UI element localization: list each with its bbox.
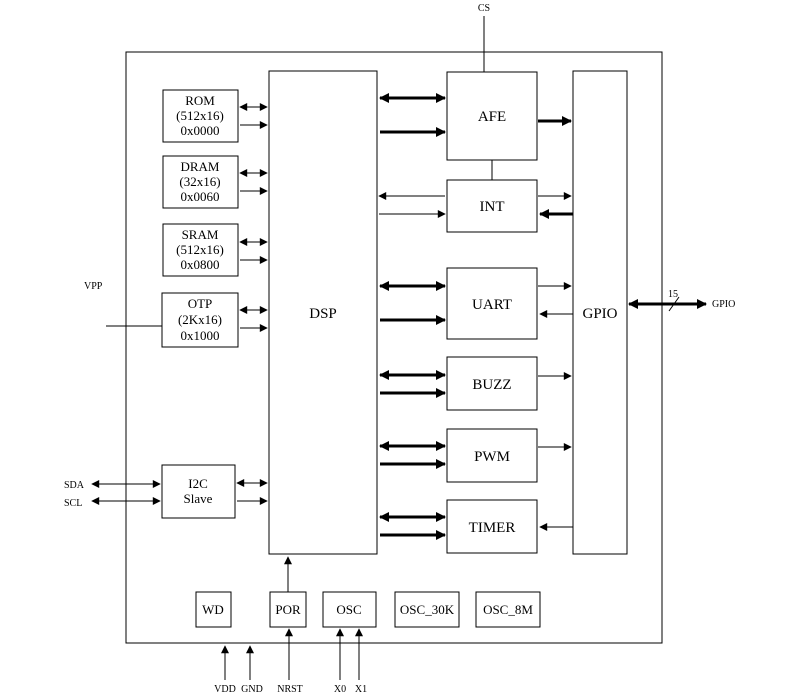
dram-name: DRAM — [180, 159, 219, 174]
i2c-name: I2C — [188, 476, 208, 491]
vpp-label: VPP — [84, 281, 103, 292]
pwm-block: PWM — [446, 428, 538, 483]
dram-block: DRAM (32x16) 0x0060 — [162, 155, 239, 209]
por-label: POR — [275, 602, 301, 617]
int-block: INT — [446, 179, 538, 233]
otp-address: 0x1000 — [181, 328, 220, 343]
sram-block: SRAM (512x16) 0x0800 — [162, 223, 239, 277]
nrst-label: NRST — [277, 684, 303, 695]
dram-address: 0x0060 — [181, 189, 220, 204]
osc-30k-label: OSC_30K — [400, 602, 455, 617]
osc-block: OSC — [322, 591, 377, 628]
por-block: POR — [269, 591, 307, 628]
sram-name: SRAM — [182, 227, 219, 242]
buzz-label: BUZZ — [472, 377, 511, 393]
int-label: INT — [480, 199, 505, 215]
osc-8m-label: OSC_8M — [483, 602, 533, 617]
x1-label: X1 — [355, 684, 367, 695]
osc-label: OSC — [336, 602, 361, 617]
gpio-block — [572, 70, 628, 555]
sda-label: SDA — [64, 480, 85, 491]
x0-label: X0 — [334, 684, 346, 695]
i2c-role: Slave — [184, 491, 213, 506]
otp-size: (2Kx16) — [178, 312, 222, 327]
cs-label: CS — [478, 3, 490, 14]
i2c-slave-block: I2C Slave — [161, 464, 236, 519]
wd-block: WD — [195, 591, 232, 628]
vdd-label: VDD — [214, 684, 236, 695]
sram-address: 0x0800 — [181, 257, 220, 272]
osc-8m-block: OSC_8M — [475, 591, 541, 628]
gpio-bus-width: 15 — [668, 289, 678, 300]
rom-name: ROM — [185, 93, 215, 108]
rom-address: 0x0000 — [181, 123, 220, 138]
scl-label: SCL — [64, 498, 82, 509]
wd-label: WD — [202, 602, 224, 617]
uart-block: UART — [446, 267, 538, 340]
uart-label: UART — [472, 297, 512, 313]
dsp-block — [268, 70, 378, 555]
timer-label: TIMER — [469, 520, 516, 536]
gnd-label: GND — [241, 684, 263, 695]
gpio-signal-label: GPIO — [712, 299, 735, 310]
otp-name: OTP — [188, 296, 213, 311]
otp-block: OTP (2Kx16) 0x1000 — [161, 292, 239, 348]
buzz-block: BUZZ — [446, 356, 538, 411]
dsp-label: DSP — [309, 306, 337, 322]
osc-30k-block: OSC_30K — [394, 591, 460, 628]
gpio-label: GPIO — [582, 306, 617, 322]
afe-label: AFE — [478, 109, 506, 125]
sram-size: (512x16) — [176, 242, 224, 257]
dram-size: (32x16) — [179, 174, 220, 189]
pwm-label: PWM — [474, 449, 510, 465]
bus-width-slash — [668, 296, 680, 312]
timer-block: TIMER — [446, 499, 538, 554]
rom-block: ROM (512x16) 0x0000 — [162, 89, 239, 143]
afe-block: AFE — [446, 71, 538, 161]
rom-size: (512x16) — [176, 108, 224, 123]
